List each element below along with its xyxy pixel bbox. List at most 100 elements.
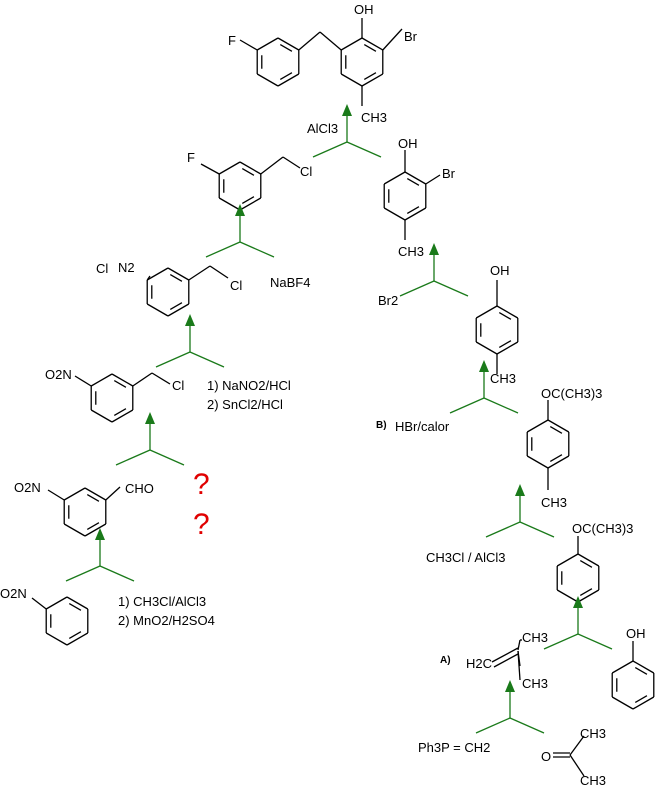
label-bp-br: Br — [442, 166, 456, 181]
top-right-ring-bond — [361, 37, 384, 51]
phenol-ring-bond — [611, 660, 634, 674]
bond — [319, 31, 342, 51]
bond — [282, 156, 301, 169]
label-step-ch3cl: 1) CH3Cl/AlCl3 — [118, 594, 206, 609]
label-tb1-o: OC(CH3)3 — [541, 386, 602, 401]
fluoro-ring-bond — [218, 161, 241, 175]
arrow-bromination-head — [429, 243, 439, 255]
reaction-arrows — [65, 104, 613, 734]
nitrobenzyl-ring-bond — [111, 373, 134, 387]
arrow-alcl3-right-branch — [346, 141, 382, 158]
fluoro-ring-bond — [218, 197, 241, 211]
bond — [569, 735, 585, 756]
cresol-ring-bond — [475, 305, 498, 319]
fluoro-ring-bond — [239, 161, 262, 175]
label-fb-cl: Cl — [300, 164, 312, 179]
tbu-cresol-ring-bond — [526, 455, 549, 469]
arrow-hbr-head — [479, 360, 489, 372]
bromophenol-ring-double-bond — [406, 206, 420, 214]
diazonium-ring-double-bond — [169, 274, 183, 282]
label-hbr: HBr/calor — [395, 419, 450, 434]
diazonium-ring-bond — [146, 303, 169, 317]
arrow-wittig-head — [505, 680, 515, 692]
top-right-ring-bond — [340, 73, 363, 87]
bromophenol-ring-bond — [404, 171, 427, 185]
label-step-sncl2: 2) SnCl2/HCl — [207, 397, 283, 412]
arrow-bromination-left-branch — [399, 280, 435, 297]
arrow-unknown-right-branch — [149, 449, 185, 466]
label-acet-o: O — [541, 749, 551, 764]
top-left-ring-double-bond — [279, 44, 293, 52]
arrow-unknown-head — [145, 412, 155, 424]
tbu-phenyl-ring-double-bond — [579, 560, 593, 568]
tbu-phenyl-ring-double-bond — [579, 588, 593, 596]
top-right-ring-bond — [361, 73, 384, 87]
label-phenol-oh: OH — [626, 626, 646, 641]
tbu-cresol-ring-double-bond — [549, 454, 563, 462]
tbu-cresol-ring-bond — [547, 455, 570, 469]
nitroaldehyde-ring-bond — [84, 487, 107, 501]
bond — [239, 39, 258, 51]
label-diaz-n: N2 — [118, 260, 135, 275]
arrow-balz-schiemann-left-branch — [205, 241, 241, 258]
nitroaldehyde-ring-double-bond — [86, 522, 100, 530]
bond — [31, 597, 47, 610]
cresol-ring-bond — [475, 341, 498, 355]
top-right-ring-bond — [340, 37, 363, 51]
phenol-ring-bond — [632, 696, 655, 710]
label-nb-no2: O2N — [45, 367, 72, 382]
bond — [74, 375, 92, 387]
nitroaldehyde-ring-bond — [63, 487, 86, 501]
bromophenol-ring-bond — [383, 171, 406, 185]
molecule-bonds — [31, 18, 655, 777]
bond — [298, 31, 321, 51]
phenol-ring-bond — [611, 696, 634, 710]
nitroaldehyde-ring-bond — [63, 523, 86, 537]
arrow-hbr-right-branch — [483, 397, 519, 414]
bond — [569, 754, 585, 777]
label-ch3cl-alcl3: CH3Cl / AlCl3 — [426, 550, 505, 565]
nitroaldehyde-ring-bond — [84, 523, 107, 537]
arrow-wittig-right-branch — [509, 717, 545, 734]
nitrobenzyl-ring-bond — [90, 409, 113, 423]
arrow-balz-schiemann-head — [235, 204, 245, 216]
label-q2: ? — [193, 508, 210, 541]
bond — [517, 650, 521, 681]
diazonium-ring-double-bond — [169, 302, 183, 310]
label-top-f: F — [228, 33, 236, 48]
label-top-br: Br — [404, 29, 418, 44]
arrow-bromination-right-branch — [433, 280, 469, 297]
label-ald-cho: CHO — [125, 481, 154, 496]
tbu-phenyl-ring-bond — [556, 589, 579, 603]
label-q1: ? — [193, 468, 210, 501]
label-nb-cl: Cl — [172, 378, 184, 393]
arrow-oxidation-right-branch — [99, 565, 135, 582]
nitrobenzyl-ring-bond — [90, 373, 113, 387]
nitrobenzyl-ring-double-bond — [113, 408, 127, 416]
tbu-phenyl-ring-bond — [577, 553, 600, 567]
label-pc-oh: OH — [490, 263, 510, 278]
arrow-diazotization-right-branch — [189, 351, 225, 368]
nitroaldehyde-ring-double-bond — [86, 494, 100, 502]
bond — [425, 174, 441, 185]
label-bp-ch3: CH3 — [398, 244, 424, 259]
label-diaz-cl: Cl — [96, 261, 108, 276]
tbu-cresol-ring-bond — [547, 419, 570, 433]
tbu-phenyl-ring-bond — [556, 553, 579, 567]
arrow-alkylation-head — [515, 484, 525, 496]
label-br2: Br2 — [378, 293, 398, 308]
top-left-ring-bond — [277, 73, 300, 87]
bond — [209, 265, 229, 279]
label-acet-ch3a: CH3 — [580, 726, 606, 741]
bond — [47, 489, 65, 501]
bond — [105, 486, 121, 501]
cresol-ring-double-bond — [498, 340, 512, 348]
arrow-etherification-right-branch — [577, 633, 613, 650]
top-right-ring-double-bond — [363, 72, 377, 80]
nitrobenzene-ring-double-bond — [68, 631, 82, 639]
label-pc-ch3: CH3 — [490, 371, 516, 386]
arrow-etherification-head — [573, 596, 583, 608]
arrow-diazotization-left-branch — [155, 351, 191, 368]
